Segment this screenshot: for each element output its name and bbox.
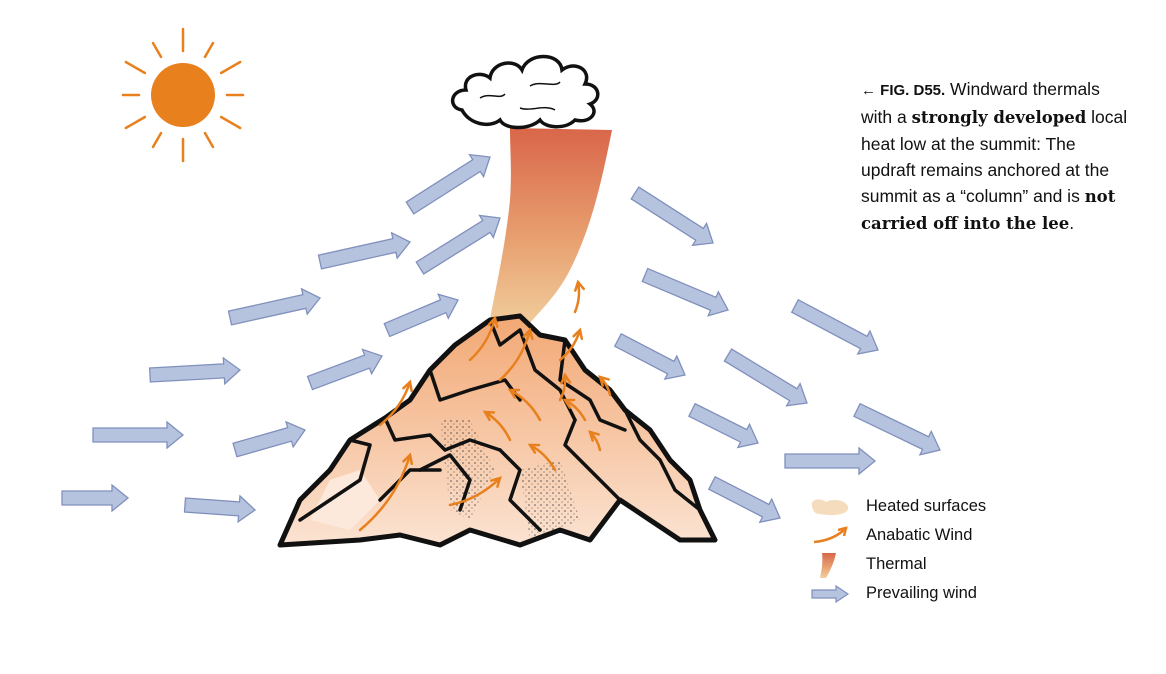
anabatic-wind-arrow <box>558 327 584 362</box>
prevailing-wind-arrow <box>317 231 412 270</box>
prevailing-wind-arrow <box>723 348 808 407</box>
prevailing-wind-arrow <box>641 267 729 317</box>
prevailing-wind-arrow <box>784 446 877 476</box>
sun-ray <box>124 60 147 75</box>
sun-ray <box>203 131 215 149</box>
prevailing-wind-arrow <box>306 348 383 391</box>
figure-label: ← FIG. D55. <box>861 82 946 99</box>
heated-surface-icon <box>811 498 848 515</box>
anabatic-wind-arrow <box>358 452 414 532</box>
sun-ray <box>219 60 242 75</box>
sun-ray <box>124 115 147 130</box>
anabatic-wind-arrow <box>468 315 499 362</box>
thermal-icon <box>820 552 836 578</box>
anabatic-wind-arrow <box>598 375 612 397</box>
prevailing-wind-arrows <box>61 153 941 524</box>
prevailing-wind-arrow <box>227 287 322 326</box>
caption-text: local heat low at the summit: The updraf… <box>861 107 1128 206</box>
legend-label: Thermal <box>866 555 927 573</box>
legend-label: Heated surfaces <box>866 497 987 515</box>
prevailing-wind-arrow <box>707 475 781 524</box>
prevailing-wind-arrow <box>790 298 879 355</box>
prevailing-wind-arrow <box>687 402 759 449</box>
anabatic-wind-arrow <box>573 279 585 314</box>
legend-label: Prevailing wind <box>866 584 977 602</box>
anabatic-wind-arrow <box>482 410 512 442</box>
prevailing-wind-arrow <box>183 494 257 524</box>
mountain <box>277 313 718 548</box>
prevailing-wind-arrow <box>383 293 459 338</box>
wind-arrow-icon <box>811 584 850 603</box>
prevailing-wind-arrow <box>148 356 242 386</box>
legend-item-anabatic: Anabatic Wind <box>808 521 986 550</box>
prevailing-wind-arrow <box>415 214 501 275</box>
legend: Heated surfaces Anabatic Wind Thermal Pr… <box>808 492 986 608</box>
cloud-icon <box>451 54 600 130</box>
prevailing-wind-arrow <box>405 153 491 215</box>
prevailing-wind-arrow <box>630 186 714 247</box>
anabatic-wind-arrow <box>507 388 542 422</box>
figure-caption: ← FIG. D55. Windward thermals with a str… <box>861 76 1131 237</box>
anabatic-wind-arrow <box>527 443 557 472</box>
legend-item-thermal: Thermal <box>808 550 986 579</box>
legend-label: Anabatic Wind <box>866 526 973 544</box>
legend-item-heated: Heated surfaces <box>808 492 986 521</box>
sun-ray <box>219 115 242 130</box>
cloud-detail <box>479 81 561 111</box>
anabatic-wind-arrow <box>588 430 602 452</box>
sun-ray <box>151 41 163 59</box>
anabatic-wind-arrow <box>558 372 572 402</box>
prevailing-wind-arrow <box>92 420 185 450</box>
sun-ray <box>203 41 215 59</box>
caption-text: Windward thermals with a <box>861 79 1100 127</box>
caption-text: . <box>1069 213 1075 233</box>
anabatic-wind-arrow <box>378 379 413 427</box>
legend-item-wind: Prevailing wind <box>808 579 986 608</box>
anabatic-wind-arrow <box>498 327 534 382</box>
prevailing-wind-arrow <box>613 332 686 381</box>
prevailing-wind-arrow <box>232 420 306 458</box>
prevailing-wind-arrow <box>853 402 941 456</box>
anabatic-wind-arrows <box>358 279 612 532</box>
anabatic-wind-arrow <box>562 398 587 422</box>
sun-ray <box>151 131 163 149</box>
anabatic-arrow-icon <box>813 525 848 543</box>
caption-bold: not carried off into the lee <box>861 187 1116 233</box>
caption-bold: strongly developed <box>911 108 1087 127</box>
prevailing-wind-arrow <box>61 483 130 513</box>
sun-icon <box>121 27 245 163</box>
anabatic-wind-arrow <box>448 476 502 507</box>
thermal-column <box>488 128 612 330</box>
